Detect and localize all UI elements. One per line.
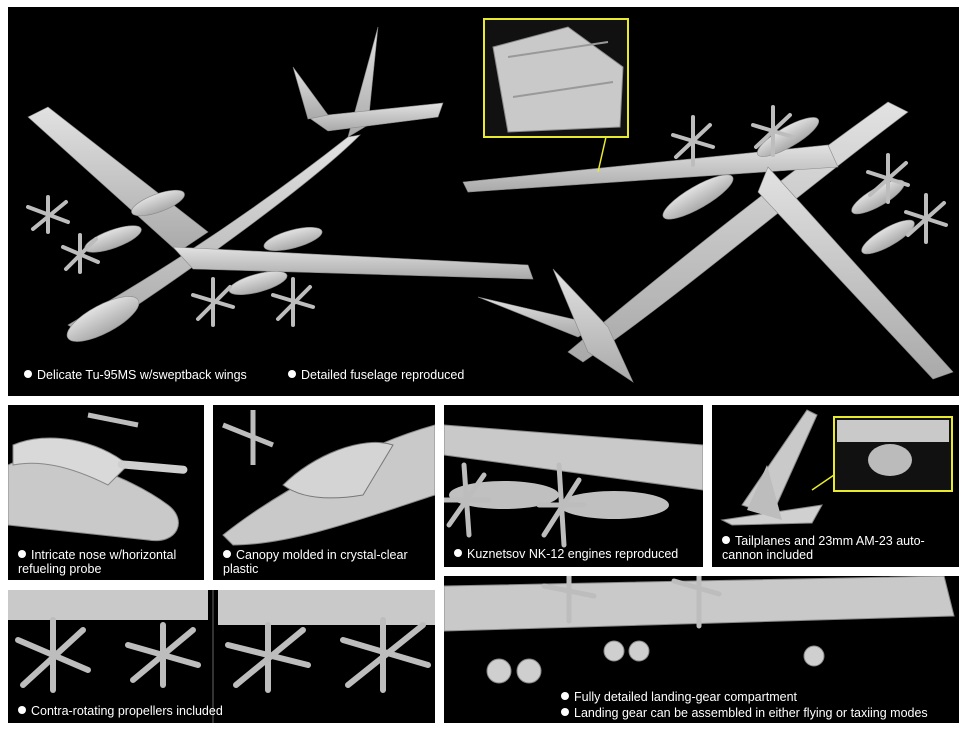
bullet-icon — [561, 692, 569, 700]
bullet-icon — [18, 706, 26, 714]
caption-gear-1: Fully detailed landing-gear compartment — [561, 690, 797, 704]
main-panel: Delicate Tu-95MS w/sweptback wings Detai… — [8, 7, 959, 396]
caption-tail: Tailplanes and 23mm AM-23 auto-cannon in… — [722, 534, 925, 562]
bomber-bottom-view — [462, 101, 954, 383]
caption-canopy: Canopy molded in crystal-clear plastic — [223, 548, 408, 576]
bullet-icon — [18, 550, 26, 558]
bullet-icon — [223, 550, 231, 558]
landing-gear-illustration — [444, 576, 955, 684]
detail-inset — [483, 18, 629, 173]
caption-engines: Kuznetsov NK-12 engines reproduced — [454, 547, 678, 561]
engines-panel: Kuznetsov NK-12 engines reproduced — [444, 405, 703, 567]
bomber-top-view — [27, 26, 534, 342]
caption-gear-2: Landing gear can be assembled in either … — [561, 706, 928, 720]
canopy-panel: Canopy molded in crystal-clear plastic — [213, 405, 435, 580]
propeller-right — [671, 105, 948, 244]
canopy-illustration — [222, 410, 435, 546]
caption-wings: Delicate Tu-95MS w/sweptback wings — [24, 368, 247, 382]
main-model-illustration — [26, 18, 954, 383]
caption-nose: Intricate nose w/horizontal refueling pr… — [18, 548, 177, 576]
props-panel: Contra-rotating propellers included — [8, 590, 435, 723]
bullet-icon — [722, 536, 730, 544]
nose-illustration — [8, 412, 188, 542]
caption-fuselage: Detailed fuselage reproduced — [288, 368, 464, 382]
tail-illustration — [720, 409, 953, 526]
gear-panel: Fully detailed landing-gear compartment … — [444, 576, 959, 723]
propellers-illustration — [8, 590, 435, 723]
tail-panel: Tailplanes and 23mm AM-23 auto-cannon in… — [712, 405, 959, 567]
bullet-icon — [288, 370, 296, 378]
caption-props: Contra-rotating propellers included — [18, 704, 223, 718]
propeller-left-1 — [26, 195, 315, 327]
engines-illustration — [444, 424, 703, 548]
nose-panel: Intricate nose w/horizontal refueling pr… — [8, 405, 204, 580]
bullet-icon — [24, 370, 32, 378]
bullet-icon — [454, 549, 462, 557]
bullet-icon — [561, 708, 569, 716]
